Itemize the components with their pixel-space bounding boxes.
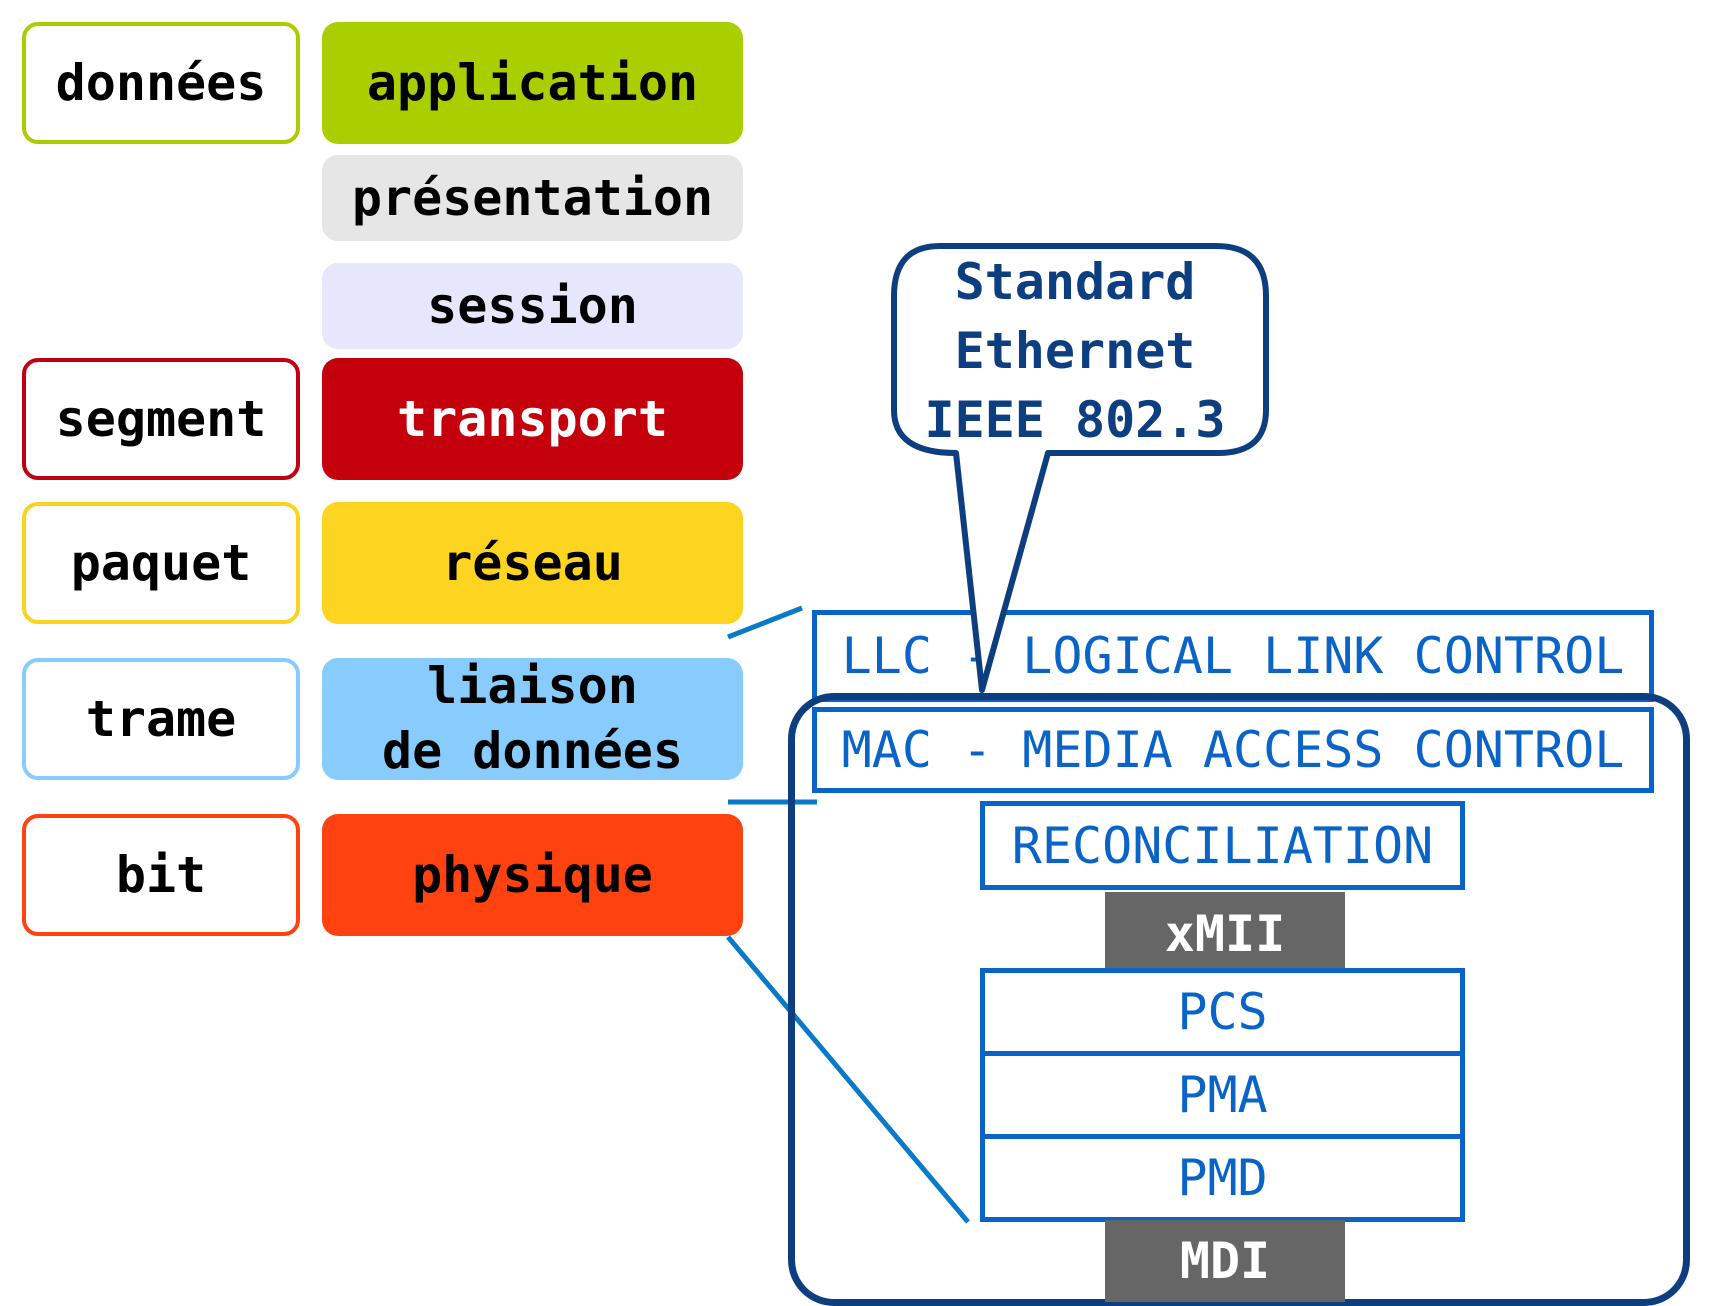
osi-layer-reseau: réseau [322,502,743,624]
connector-line-phy [726,935,970,1224]
ethernet-llc: LLC - LOGICAL LINK CONTROL [812,610,1654,702]
osi-layer-presentation: présentation [322,155,743,241]
pdu-bit: bit [22,814,300,936]
ethernet-mac: MAC - MEDIA ACCESS CONTROL [812,707,1654,793]
osi-layer-transport: transport [322,358,743,480]
ethernet-pmd: PMD [980,1134,1465,1222]
osi-layer-application: application [322,22,743,144]
osi-layer-session: session [322,263,743,349]
pdu-donnees: données [22,22,300,144]
ethernet-mdi: MDI [1105,1220,1345,1302]
osi-layer-liaison: liaison de données [322,657,743,780]
ethernet-xmii: xMII [1105,892,1345,976]
pdu-segment: segment [22,358,300,480]
pdu-paquet: paquet [22,502,300,624]
ethernet-reconciliation: RECONCILIATION [980,801,1465,890]
callout-outline [891,243,1269,693]
callout-text: Standard Ethernet IEEE 802.3 [924,253,1226,449]
pdu-trame: trame [22,658,300,780]
connector-line-llc [727,605,803,640]
ethernet-pcs: PCS [980,968,1465,1056]
osi-layer-physique: physique [322,814,743,936]
